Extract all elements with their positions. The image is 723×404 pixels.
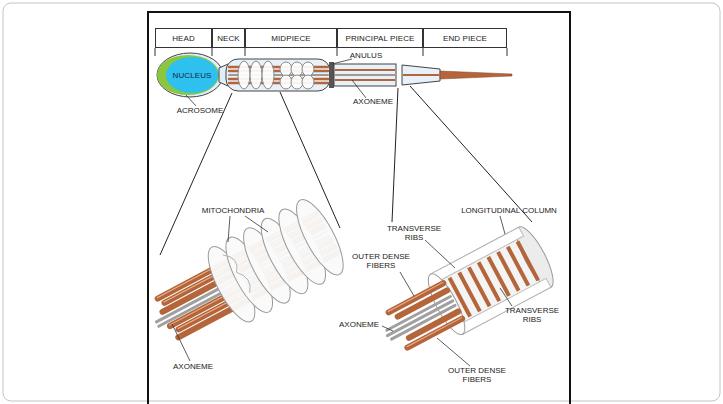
leader-line bbox=[172, 324, 190, 361]
part-label: ACROSOME bbox=[172, 106, 228, 115]
transverse-ribs bbox=[448, 241, 540, 318]
fiber-highlight bbox=[388, 282, 443, 311]
part-label: AXONEME bbox=[336, 320, 382, 329]
inner-frame bbox=[148, 12, 570, 404]
zoom-line bbox=[410, 86, 532, 222]
tick bbox=[423, 48, 424, 56]
mitochondrion bbox=[238, 61, 250, 89]
fiber-highlight bbox=[407, 318, 462, 347]
principal-fibers bbox=[335, 70, 395, 80]
axoneme-tube bbox=[392, 305, 456, 339]
zoom-line bbox=[160, 93, 232, 255]
zoom-line bbox=[392, 88, 398, 222]
mitochondrion bbox=[302, 62, 314, 76]
midpiece-sheath bbox=[226, 59, 330, 91]
leader-line bbox=[437, 338, 470, 366]
rib bbox=[516, 241, 540, 282]
mitochondrion bbox=[280, 62, 292, 76]
tick bbox=[337, 48, 338, 56]
part-label: TRANSVERSE RIBS bbox=[504, 306, 560, 324]
midpiece-detail bbox=[138, 194, 352, 361]
region-label: NECK bbox=[217, 34, 240, 43]
part-label: MITOCHONDRIA bbox=[198, 206, 268, 215]
head-outline bbox=[157, 53, 223, 97]
mitochondria-top bbox=[238, 61, 314, 89]
rib bbox=[506, 246, 530, 287]
nucleus-label: NUCLEUS bbox=[173, 71, 212, 80]
rib bbox=[496, 251, 520, 292]
region-label: MIDPIECE bbox=[271, 34, 310, 43]
leader-line bbox=[400, 272, 414, 296]
principal-taper bbox=[402, 65, 440, 85]
fiber bbox=[335, 79, 395, 81]
dense-fiber bbox=[407, 319, 462, 348]
leader-line bbox=[352, 80, 366, 98]
rib bbox=[457, 272, 481, 313]
tick bbox=[245, 48, 246, 56]
principal-fiber-bundle bbox=[378, 282, 463, 353]
acrosome-cap bbox=[157, 55, 219, 95]
mitochondrion bbox=[280, 75, 292, 89]
fiber bbox=[335, 69, 395, 71]
mitochondrion bbox=[288, 194, 352, 281]
fiber bbox=[403, 74, 439, 76]
mitochondrion bbox=[291, 62, 303, 76]
anulus-ring bbox=[329, 62, 334, 88]
region-box: MIDPIECE bbox=[245, 28, 337, 48]
region-ticks bbox=[155, 48, 507, 56]
leader-line bbox=[245, 216, 268, 232]
tick bbox=[507, 48, 508, 56]
part-label: AXONEME bbox=[350, 97, 396, 106]
part-label: OUTER DENSE FIBERS bbox=[350, 252, 412, 270]
principal-detail bbox=[371, 223, 559, 366]
rib bbox=[477, 261, 501, 302]
tick bbox=[155, 48, 156, 56]
rib bbox=[487, 256, 511, 297]
region-label: HEAD bbox=[172, 34, 195, 43]
mitochondrion bbox=[250, 61, 262, 89]
part-label: AXONEME bbox=[170, 362, 216, 371]
mitochondrion bbox=[302, 75, 314, 89]
axoneme-core bbox=[335, 74, 395, 76]
end-piece bbox=[440, 71, 512, 79]
mitochondrion bbox=[291, 75, 303, 89]
part-label: TRANSVERSE RIBS bbox=[386, 224, 442, 242]
leader-line bbox=[500, 288, 512, 306]
outer-frame bbox=[3, 3, 720, 401]
principal-sheath bbox=[334, 64, 396, 86]
leader-line bbox=[186, 95, 196, 106]
leader-line bbox=[228, 216, 230, 242]
leader-line bbox=[425, 240, 455, 268]
region-box: HEAD bbox=[155, 28, 212, 48]
rib bbox=[467, 266, 491, 307]
region-label: PRINCIPAL PIECE bbox=[345, 34, 414, 43]
leader-line bbox=[500, 216, 505, 234]
leader-line bbox=[382, 326, 393, 331]
region-box: END PIECE bbox=[423, 28, 507, 48]
mitochondrion bbox=[262, 61, 274, 89]
zoom-lines bbox=[160, 86, 532, 255]
part-label: OUTER DENSE FIBERS bbox=[446, 366, 508, 384]
part-label: ANULUS bbox=[346, 51, 386, 60]
region-box: NECK bbox=[212, 28, 245, 48]
region-label: END PIECE bbox=[443, 34, 487, 43]
tick bbox=[212, 48, 213, 56]
part-label: LONGITUDINAL COLUMN bbox=[455, 206, 563, 215]
nucleus-fill bbox=[166, 57, 218, 93]
region-box: PRINCIPAL PIECE bbox=[337, 28, 423, 48]
leader-lines-bottom bbox=[172, 216, 512, 366]
nucleus-ellipse: NUCLEUS bbox=[166, 57, 218, 93]
cristae bbox=[223, 250, 254, 296]
leader-line bbox=[332, 59, 352, 64]
